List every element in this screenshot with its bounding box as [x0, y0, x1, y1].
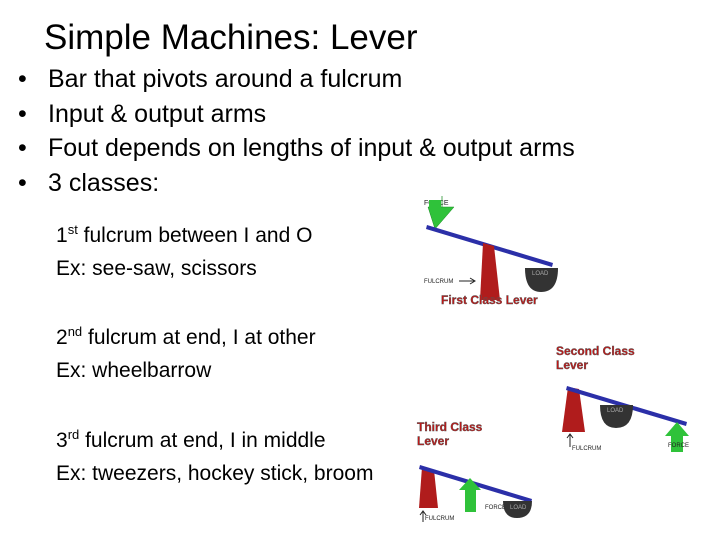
second-class-caption-line2: Lever — [556, 358, 588, 372]
load-label: LOAD — [532, 271, 549, 277]
first-class-caption: First Class Lever — [441, 293, 538, 307]
class-3-example: Ex: tweezers, hockey stick, broom — [56, 462, 374, 485]
second-class-lever-diagram: Second Class Lever LOAD FULCRUM FORCE — [556, 344, 689, 452]
class-1-example: Ex: see-saw, scissors — [56, 257, 257, 280]
third-class-caption-line2: Lever — [417, 434, 449, 448]
fulcrum-wedge — [419, 467, 438, 508]
force-label: FORCE — [485, 505, 506, 511]
fulcrum-pointer-icon — [566, 433, 574, 447]
fulcrum-label: FULCRUM — [425, 516, 454, 522]
force-arrow-shaft — [429, 200, 441, 209]
third-class-lever-diagram: Third Class Lever FORCE LOAD FULCRUM — [417, 420, 532, 522]
class-2-description: 2nd fulcrum at end, I at other — [56, 324, 316, 349]
load-label: LOAD — [510, 505, 527, 511]
fulcrum-label: FULCRUM — [424, 279, 453, 285]
class-2-text: 2nd fulcrum at end, I at other Ex: wheel… — [56, 321, 316, 387]
force-label: FORCE — [668, 443, 689, 449]
force-arrow-icon — [665, 422, 689, 452]
force-arrow-icon — [459, 478, 481, 512]
class-2-example: Ex: wheelbarrow — [56, 359, 212, 382]
fulcrum-wedge — [480, 243, 500, 300]
fulcrum-wedge — [562, 387, 585, 432]
class-1-text: 1st fulcrum between I and O Ex: see-saw,… — [56, 219, 312, 285]
fulcrum-pointer-icon — [419, 510, 427, 522]
load-weight-icon — [600, 405, 633, 428]
slide-title: Simple Machines: Lever — [44, 18, 418, 57]
bullet-item: 3 classes: — [18, 166, 575, 201]
fulcrum-label: FULCRUM — [572, 446, 601, 452]
bullet-item: Bar that pivots around a fulcrum — [18, 62, 575, 97]
third-class-caption-line1: Third Class — [417, 420, 483, 434]
fulcrum-pointer-icon — [459, 277, 476, 285]
load-weight-icon — [525, 268, 558, 292]
bullet-item: Fout depends on lengths of input & outpu… — [18, 131, 575, 166]
bullet-item: Input & output arms — [18, 97, 575, 132]
class-3-description: 3rd fulcrum at end, I in middle — [56, 427, 326, 452]
load-weight-icon — [503, 501, 532, 518]
load-label: LOAD — [607, 408, 624, 414]
bullet-list: Bar that pivots around a fulcrum Input &… — [18, 62, 575, 200]
class-3-text: 3rd fulcrum at end, I in middle Ex: twee… — [56, 424, 373, 490]
class-1-description: 1st fulcrum between I and O — [56, 222, 313, 247]
second-class-caption-line1: Second Class — [556, 344, 635, 358]
first-class-lever-diagram: FORCE FULCRUM LOAD First Class Lever — [424, 196, 558, 307]
